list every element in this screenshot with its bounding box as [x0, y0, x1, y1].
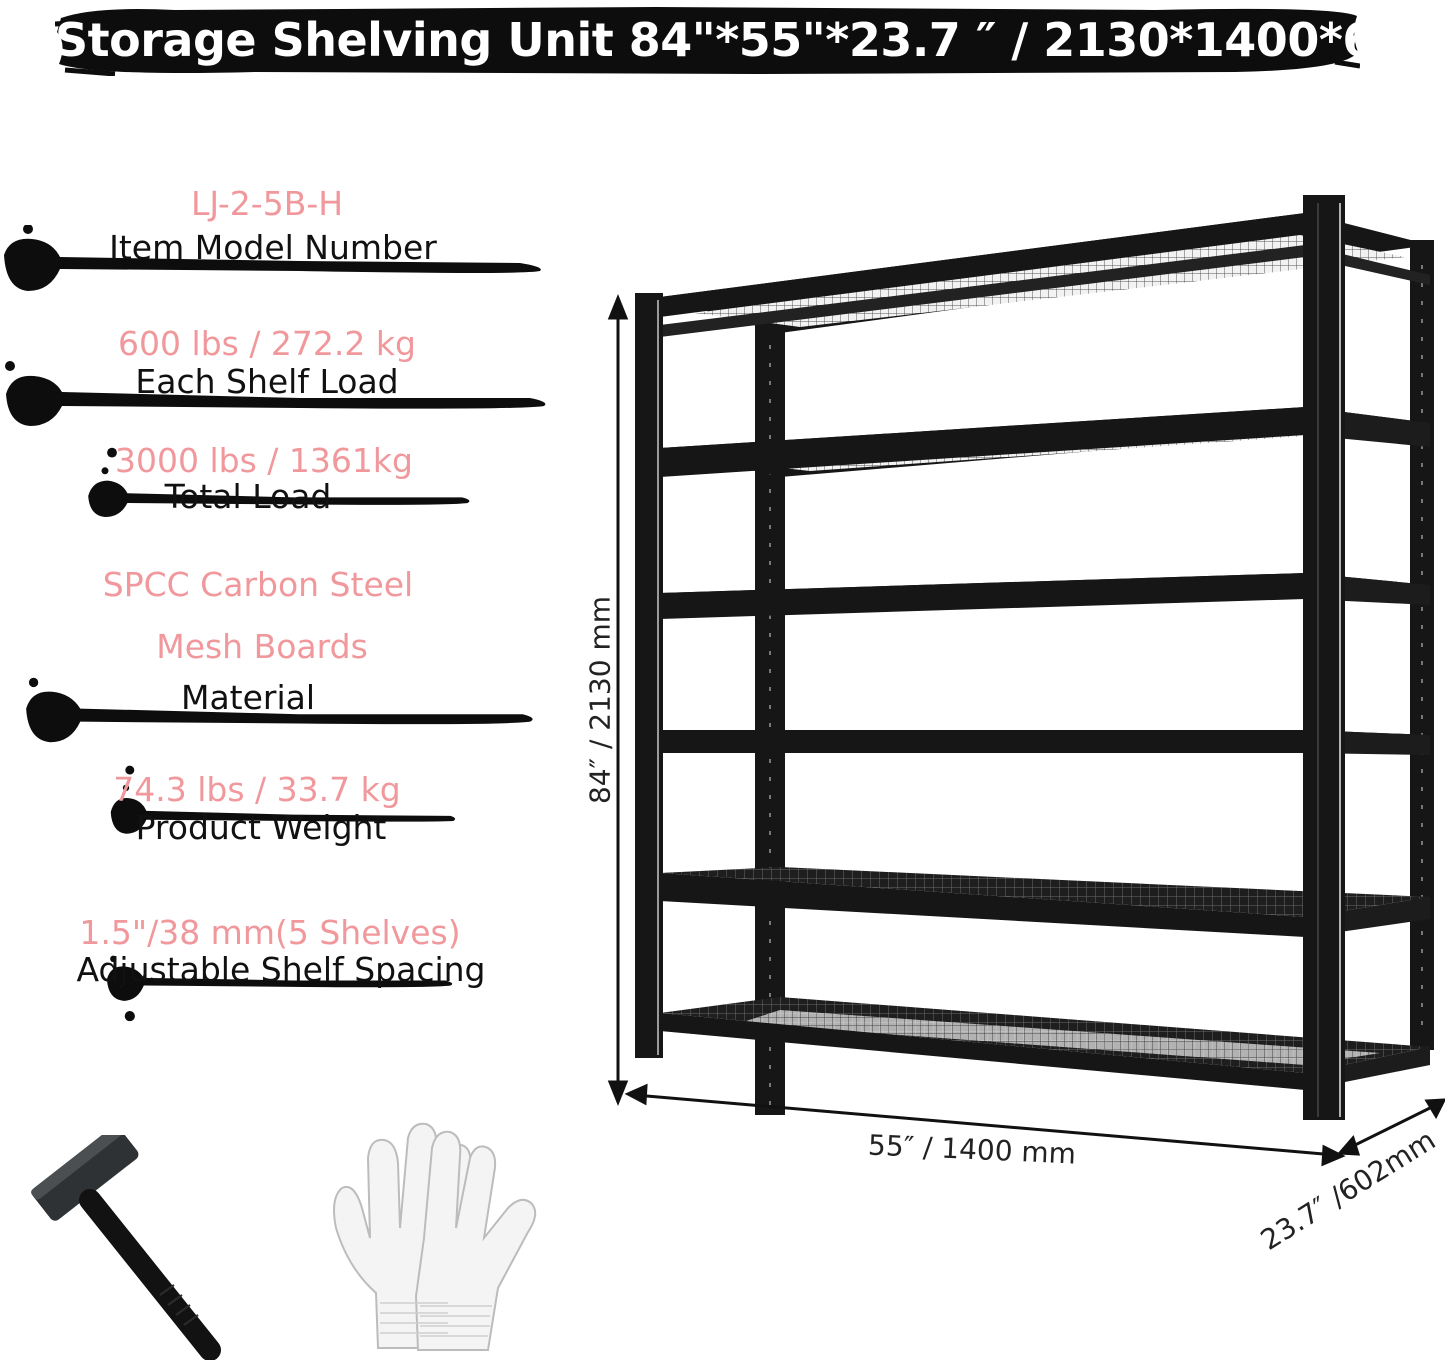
spec-shelf-load-label: Each Shelf Load — [135, 362, 399, 401]
brush-stroke-4 — [26, 677, 533, 743]
spec-spacing-value: 1.5"/38 mm(5 Shelves) — [79, 913, 461, 952]
shelf-5-frame — [660, 873, 1305, 937]
brush-stroke-6 — [106, 955, 453, 1022]
spec-weight-value: 74.3 lbs / 33.7 kg — [113, 770, 401, 809]
brush-stroke-3 — [88, 447, 470, 517]
shelving-unit-illustration — [635, 195, 1434, 1120]
spec-weight-label: Product Weight — [135, 808, 387, 847]
spec-material-value-2: Mesh Boards — [156, 627, 368, 666]
height-dimension-label: 84″ / 2130 mm — [583, 595, 617, 805]
page-title: Storage Shelving Unit 84"*55"*23.7 ″ / 2… — [55, 13, 1437, 67]
brush-stroke-banner — [55, 7, 1360, 76]
hammer-icon — [31, 1135, 221, 1360]
spec-material-label: Material — [180, 678, 316, 717]
spec-total-load-label: Total Load — [164, 477, 332, 516]
brush-stroke-5 — [110, 765, 456, 834]
front-right-post — [1303, 195, 1345, 1120]
shelf-6-frame — [660, 1013, 1305, 1090]
brush-stroke-1 — [4, 225, 541, 291]
spec-model-label: Item Model Number — [109, 228, 437, 267]
shelf-5-mesh — [660, 867, 1430, 917]
title-banner: Storage Shelving Unit 84"*55"*23.7 ″ / 2… — [55, 4, 1437, 76]
spec-material-value: SPCC Carbon Steel — [102, 565, 414, 604]
gloves-icon — [333, 1122, 537, 1351]
spec-model-value: LJ-2-5B-H — [190, 184, 344, 223]
spec-total-load-value: 3000 lbs / 1361kg — [115, 441, 413, 480]
spec-shelf-load-value: 600 lbs / 272.2 kg — [118, 324, 416, 363]
spec-spacing-label: Adjustable Shelf Spacing — [76, 950, 486, 989]
brush-stroke-2 — [5, 361, 546, 426]
